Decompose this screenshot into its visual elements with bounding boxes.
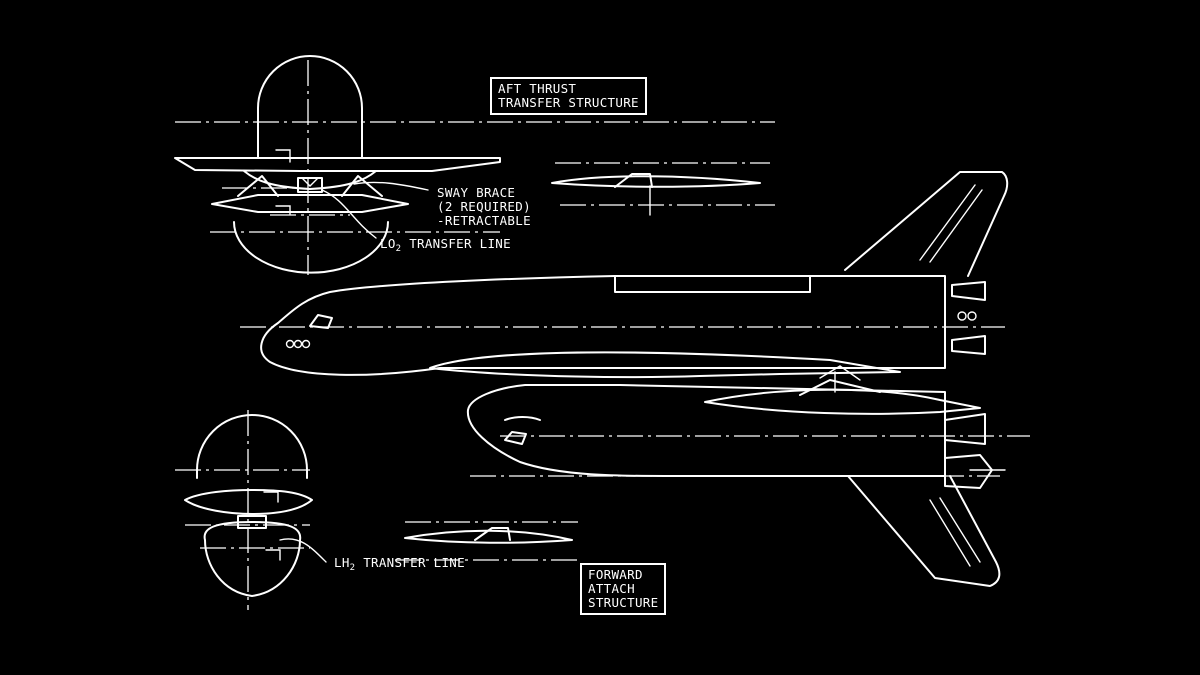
forward-rcs-port bbox=[285, 339, 295, 349]
booster-fuselage bbox=[466, 384, 946, 477]
orbiter-side-view bbox=[240, 171, 1009, 376]
upper-wing-profile bbox=[551, 162, 775, 216]
lower-tank-section bbox=[203, 521, 302, 597]
lh2-leader bbox=[279, 538, 327, 563]
label-line: FORWARD bbox=[588, 567, 643, 582]
aft-thrust-fitting bbox=[297, 177, 323, 193]
label-prefix: LO bbox=[380, 236, 396, 251]
label-line: -RETRACTABLE bbox=[437, 213, 531, 228]
aft-thrust-transfer-structure-label: AFT THRUST TRANSFER STRUCTURE bbox=[490, 77, 647, 115]
booster-engine-upper bbox=[944, 413, 986, 445]
orbiter-cockpit-window bbox=[309, 314, 333, 329]
lo2-leader bbox=[321, 189, 377, 239]
sway-brace-label: SWAY BRACE (2 REQUIRED) -RETRACTABLE bbox=[437, 186, 531, 228]
sway-brace-right bbox=[341, 175, 383, 197]
label-line: STRUCTURE bbox=[588, 595, 659, 610]
orbiter-wing-planform bbox=[429, 351, 901, 379]
sway-brace-left bbox=[237, 175, 279, 197]
orbiter-fuselage-section bbox=[257, 55, 363, 158]
label-suffix: TRANSFER LINE bbox=[401, 236, 511, 251]
label-line: TRANSFER STRUCTURE bbox=[498, 95, 639, 110]
lower-wing-profile bbox=[395, 521, 580, 561]
booster-engine-lower bbox=[944, 454, 993, 489]
upper-tank-section bbox=[233, 221, 389, 274]
lo2-transfer-line-label: LO2 TRANSFER LINE bbox=[380, 236, 511, 254]
payload-bay-door-line bbox=[614, 275, 811, 293]
orbiter-wing-section bbox=[174, 157, 501, 172]
lower-booster-section bbox=[196, 414, 308, 479]
label-line: ATTACH bbox=[588, 581, 635, 596]
label-line: AFT THRUST bbox=[498, 81, 577, 96]
orbiter-tail-fin bbox=[844, 171, 1009, 277]
label-suffix: TRANSFER LINE bbox=[355, 555, 465, 570]
label-line: (2 REQUIRED) bbox=[437, 199, 531, 214]
booster-lower-wing bbox=[847, 475, 1001, 587]
lower-booster-wings bbox=[184, 489, 313, 515]
forward-attach-fitting bbox=[237, 515, 267, 529]
lh2-transfer-line-label: LH2 TRANSFER LINE bbox=[334, 555, 465, 573]
booster-side-view bbox=[429, 351, 1030, 587]
booster-wing-root bbox=[704, 388, 981, 415]
booster-cockpit-window bbox=[504, 431, 527, 445]
booster-wing-strake bbox=[799, 379, 881, 396]
forward-attach-structure-label: FORWARD ATTACH STRUCTURE bbox=[580, 563, 667, 615]
sway-brace-leader bbox=[353, 181, 429, 191]
upper-booster-wings bbox=[211, 194, 409, 213]
orbiter-engine-upper bbox=[951, 281, 986, 301]
label-line: SWAY BRACE bbox=[437, 185, 516, 200]
label-subscript: 2 bbox=[395, 244, 402, 254]
orbiter-lower-hull bbox=[243, 170, 377, 190]
lower-cross-section bbox=[175, 410, 313, 610]
orbiter-engine-lower bbox=[951, 335, 986, 355]
orbiter-fuselage bbox=[260, 275, 946, 376]
label-subscript: 2 bbox=[349, 563, 356, 573]
label-prefix: LH bbox=[334, 555, 350, 570]
upper-cross-section bbox=[174, 55, 775, 275]
